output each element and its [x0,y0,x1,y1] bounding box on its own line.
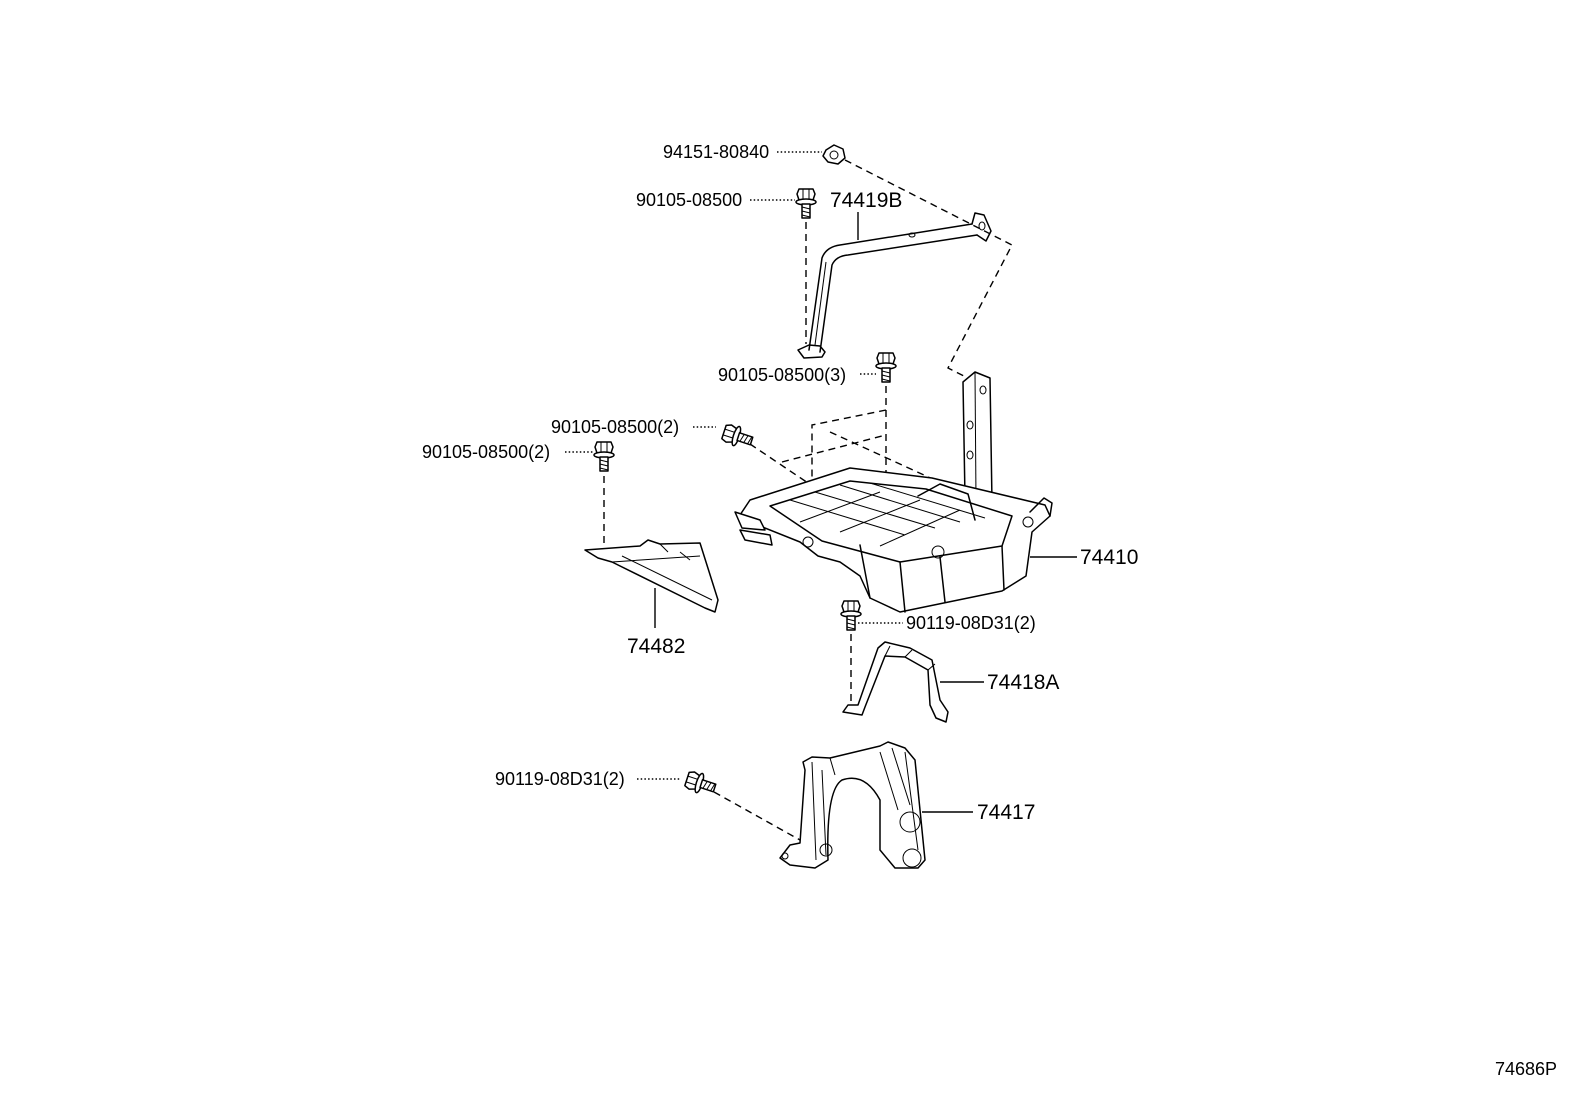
label-90105-08500-top: 90105-08500 [636,190,742,210]
label-74418a: 74418A [987,671,1059,694]
label-74482: 74482 [627,635,685,658]
label-94151-80840: 94151-80840 [663,142,769,162]
dashed-bolt-90119-left [713,791,801,841]
label-74410: 74410 [1080,546,1138,569]
label-90105-08500-2-upper: 90105-08500(2) [551,417,679,437]
bracket-74418a [842,641,949,723]
battery-tray-74410 [734,371,1053,613]
label-90105-08500-2-left: 90105-08500(2) [422,442,550,462]
dashed-nut-to-post [844,159,1013,379]
bolt-90119-08d31-2-right [840,600,862,631]
label-74419b: 74419B [830,189,902,212]
label-90119-08d31-2-right: 90119-08D31(2) [906,613,1036,633]
diagram-code: 74686P [1495,1059,1557,1079]
bolt-90105-08500-2-left [593,441,615,472]
bracket-74417 [779,741,926,869]
label-90119-08d31-2-left: 90119-08D31(2) [495,769,625,789]
bolt-90119-08d31-2-left [683,768,719,799]
bracket-74482 [584,539,719,613]
bolt-90105-08500-top [795,188,817,219]
nut-94151-80840 [822,144,846,165]
label-74417: 74417 [977,801,1035,824]
bolt-90105-08500-2-upper [720,421,756,452]
label-90105-08500-3: 90105-08500(3) [718,365,846,385]
strap-74419b [797,212,992,359]
bolt-90105-08500-3 [875,352,897,383]
